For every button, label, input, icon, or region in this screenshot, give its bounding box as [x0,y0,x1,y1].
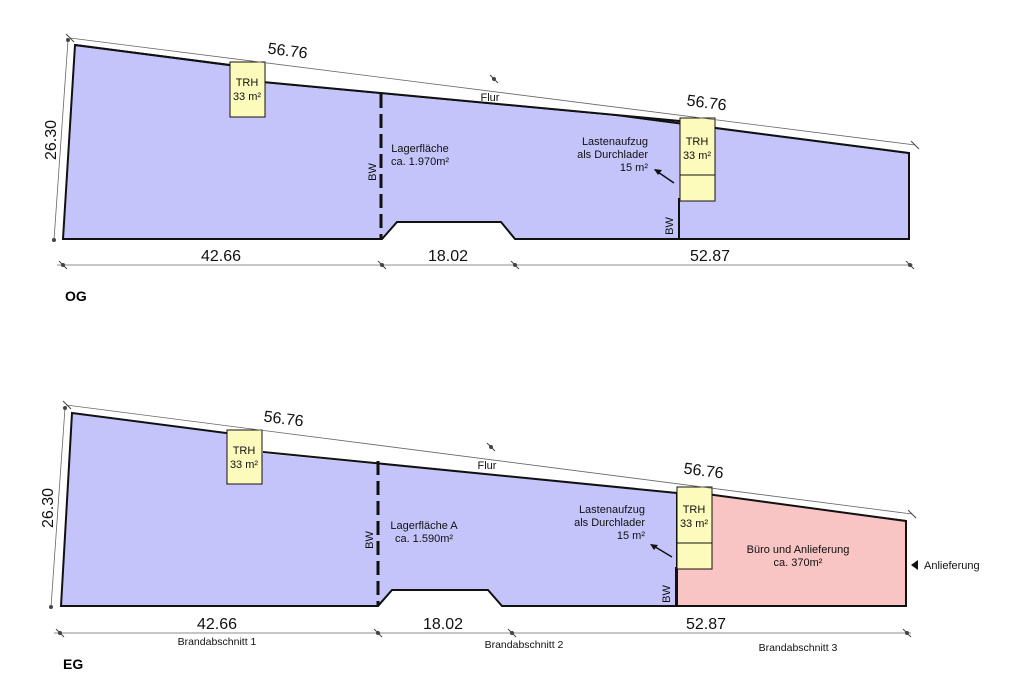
og-bw-label-2: BW [664,217,676,235]
eg-bottom-dim-1: 42.66 [197,616,237,633]
eg-office-name: Büro und Anlieferung [747,544,850,556]
eg-floor-label: EG [63,656,83,672]
eg-corridor [227,428,677,493]
og-storage-area: ca. 1.970m² [391,156,449,168]
eg-plan: TRH 33 m² TRH 33 m² BW BW Lagerfläche A … [40,400,980,672]
og-bottom-dim-3: 52.87 [690,248,730,265]
og-lift-shaft [679,174,716,202]
eg-corridor-label: Flur [478,460,497,472]
og-top-dim-right: 56.76 [686,93,728,115]
eg-trh-left-label: TRH [233,445,256,457]
og-bottom-dim-1: 42.66 [201,248,241,265]
eg-lift-line2: als Durchlader [574,517,645,529]
eg-storage-name: Lagerfläche A [390,520,458,532]
eg-delivery-arrow-icon [911,560,918,570]
eg-bottom-dim-2: 18.02 [423,616,463,633]
og-height-dim: 26.30 [43,120,60,160]
og-top-dim-line [69,37,916,146]
og-corridor-label: Flur [481,92,500,104]
eg-trh-right-label: TRH [683,504,706,516]
eg-trh-left-area: 33 m² [230,459,258,471]
og-floor-label: OG [65,288,87,304]
eg-bw-label-2: BW [661,585,673,603]
eg-bw-label-1: BW [364,531,376,549]
eg-trh-left [226,429,263,485]
eg-top-dim-left: 56.76 [263,409,305,431]
eg-top-dim-line [65,404,913,515]
og-lift-area: 15 m² [620,162,648,174]
eg-lift-area: 15 m² [617,530,645,542]
og-storage-name: Lagerfläche [391,143,449,155]
eg-section-2: Brandabschnitt 2 [485,639,564,651]
eg-section-3: Brandabschnitt 3 [759,642,838,654]
og-height-dim-line [53,39,69,241]
eg-bottom-dim-3: 52.87 [686,616,726,633]
eg-storage-area: ca. 1.590m² [395,533,453,545]
og-building-outline [61,43,910,240]
eg-lift-shaft [676,542,713,570]
eg-trh-right-area: 33 m² [680,518,708,530]
eg-section-1: Brandabschnitt 1 [178,636,257,648]
og-bw-label-1: BW [367,163,379,181]
og-trh-right [679,117,716,176]
og-trh-left [229,61,266,118]
og-lift-line1: Lastenaufzug [582,136,648,148]
og-trh-right-area: 33 m² [683,150,711,162]
og-trh-right-label: TRH [686,136,709,148]
og-top-dim-left: 56.76 [267,41,309,63]
eg-height-dim-line [50,407,66,608]
og-lift-line2: als Durchlader [577,149,648,161]
eg-lift-line1: Lastenaufzug [579,504,645,516]
eg-delivery-label: Anlieferung [924,560,980,572]
eg-office-area-label: ca. 370m² [774,557,823,569]
og-trh-left-label: TRH [236,77,259,89]
og-plan: TRH 33 m² TRH 33 m² BW BW Lagerfläche ca… [43,33,920,304]
eg-height-dim: 26.30 [40,488,57,528]
og-trh-left-area: 33 m² [233,91,261,103]
eg-top-dim-right: 56.76 [683,461,725,483]
og-bottom-dim-2: 18.02 [428,248,468,265]
eg-trh-right [676,486,713,544]
